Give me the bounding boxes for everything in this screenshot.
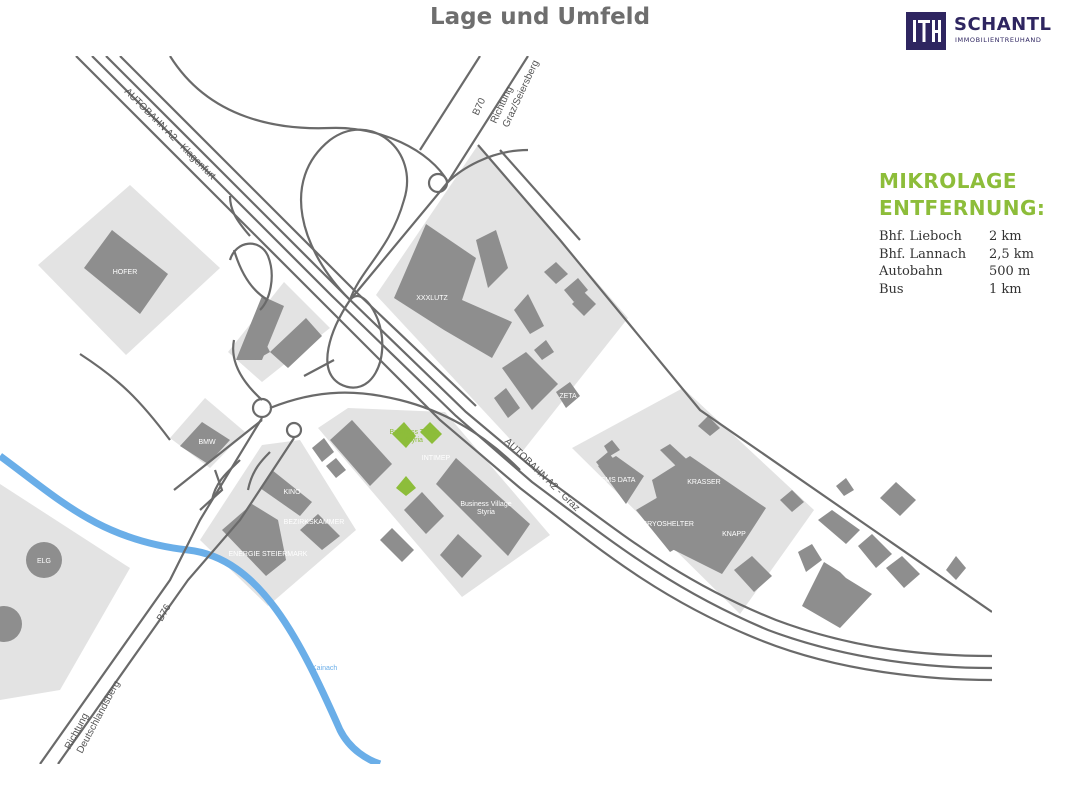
label-zeta: ZETA: [559, 393, 577, 400]
buildings: [0, 224, 966, 642]
label-business-tower-2: Styria: [405, 437, 423, 444]
distance-value: 2,5 km: [989, 246, 1035, 262]
company-logo[interactable]: SCHANTL IMMOBILIENTREUHAND: [906, 12, 1056, 52]
label-business-village-2: Styria: [477, 509, 495, 516]
distance-table: Bhf. Lieboch 2 km Bhf. Lannach 2,5 km Au…: [879, 228, 1034, 298]
label-sms-data: SMS DATA: [601, 477, 636, 484]
label-krasser: KRASSER: [687, 479, 720, 486]
distance-label: Bhf. Lieboch: [879, 229, 962, 245]
label-knapp: KNAPP: [722, 531, 746, 538]
panel-heading-2: ENTFERNUNG:: [879, 196, 1046, 220]
label-cryoshelter: CRYOSHELTER: [642, 521, 694, 528]
label-intimep: INTIMEP: [422, 455, 451, 462]
label-business-tower-1: Business Tower: [390, 429, 440, 436]
table-row: Bus 1 km: [879, 281, 1034, 299]
label-elg: ELG: [37, 558, 51, 565]
distance-value: 500 m: [989, 264, 1031, 280]
river-label: Kainach: [312, 665, 337, 672]
distance-value: 1 km: [989, 281, 1022, 297]
b70-label: B70: [471, 96, 489, 117]
table-row: Autobahn 500 m: [879, 263, 1034, 281]
label-hofer: HOFER: [113, 269, 138, 276]
distance-label: Autobahn: [879, 264, 943, 280]
panel-heading-1: MIKROLAGE: [879, 169, 1018, 193]
label-bmw: BMW: [198, 439, 216, 446]
label-business-village-1: Business Village: [460, 501, 511, 508]
label-bezirkskammer: BEZIRKSKAMMER: [284, 519, 345, 526]
table-row: Bhf. Lannach 2,5 km: [879, 246, 1034, 264]
label-energie-steiermark: ENERGIE STEIERMARK: [229, 551, 308, 558]
autobahn-klagenfurt-label: AUTOBAHN A2 - Klagenfurt: [122, 86, 218, 182]
distance-panel: MIKROLAGE ENTFERNUNG: Bhf. Lieboch 2 km …: [879, 168, 1059, 298]
page-title: Lage und Umfeld: [429, 4, 651, 30]
highlighted-buildings: [392, 422, 442, 496]
distance-label: Bhf. Lannach: [879, 246, 967, 262]
road-network: [39, 56, 992, 764]
label-kino: KINO: [283, 489, 301, 496]
label-xxxlutz: XXXLUTZ: [416, 295, 448, 302]
distance-label: Bus: [879, 281, 904, 297]
river-kainach: [0, 453, 382, 764]
logo-tagline: IMMOBILIENTREUHAND: [955, 36, 1042, 44]
logo-mark-icon: [906, 12, 946, 50]
table-row: Bhf. Lieboch 2 km: [879, 228, 1034, 246]
logo-brand: SCHANTL: [954, 14, 1052, 35]
plot-areas: [0, 145, 814, 700]
distance-value: 2 km: [989, 229, 1022, 245]
